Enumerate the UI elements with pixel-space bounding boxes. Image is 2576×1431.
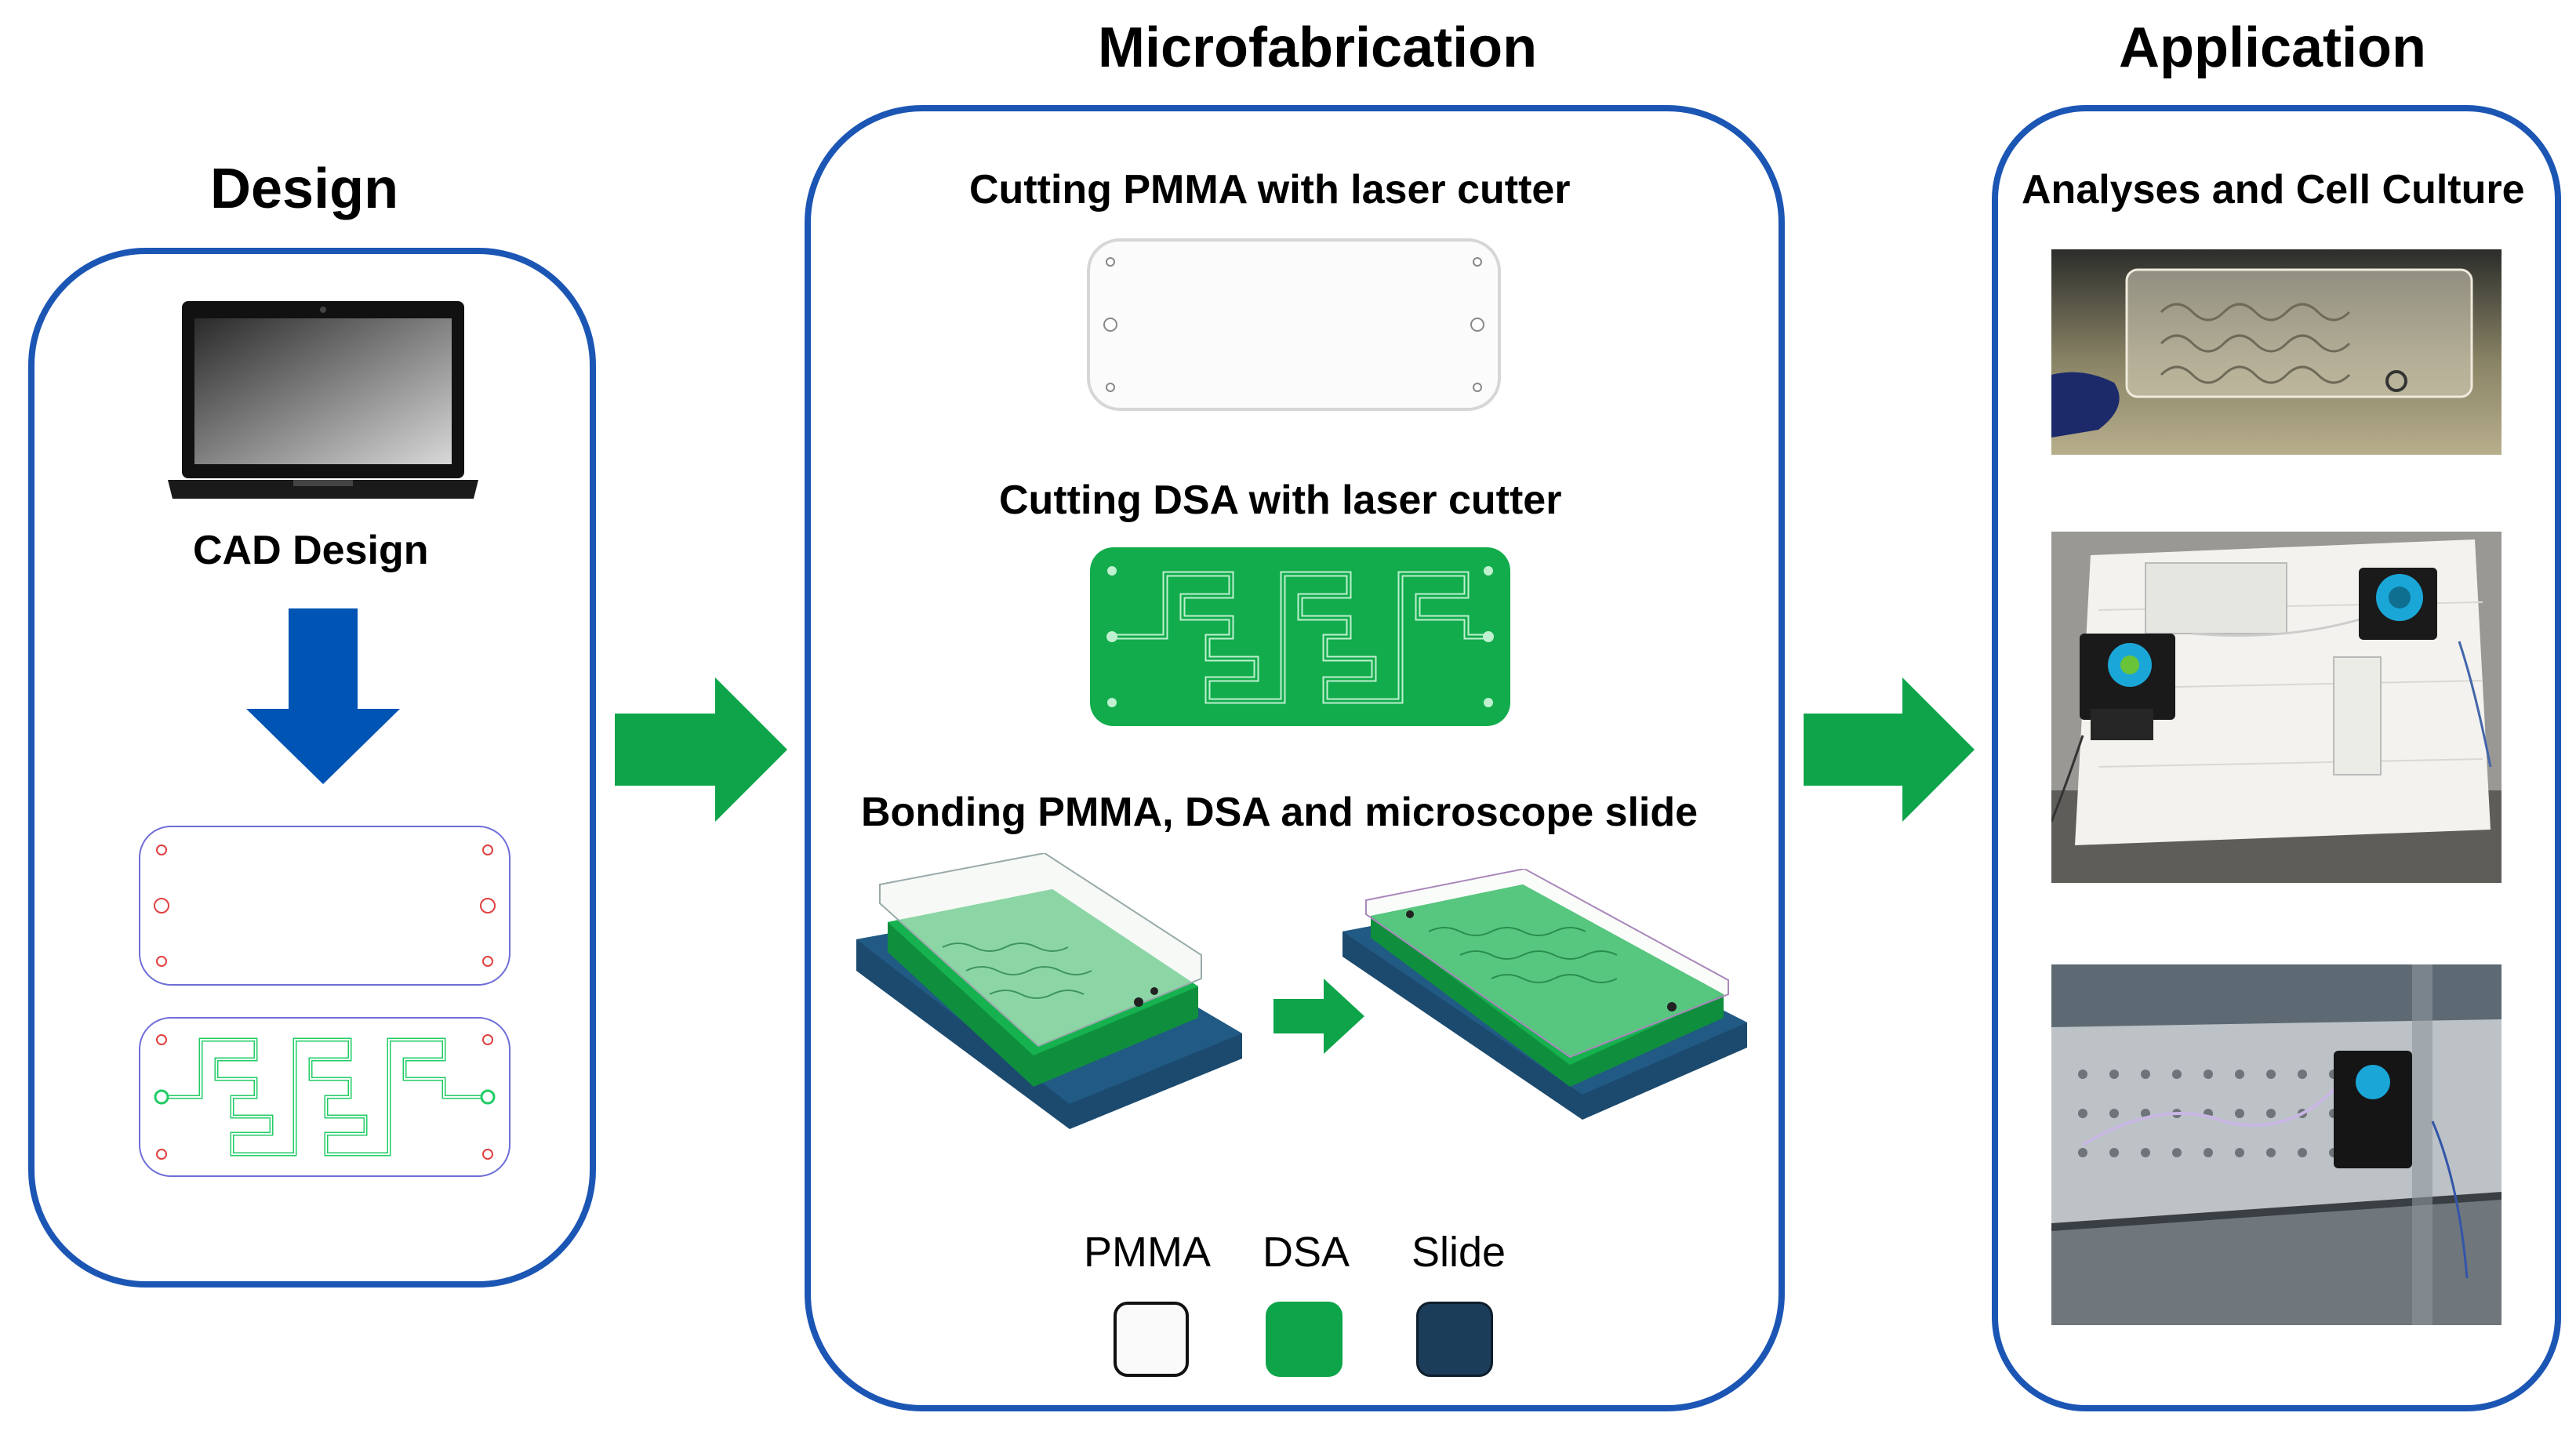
application-subtitle: Analyses and Cell Culture (2022, 167, 2525, 212)
flow-arrow-design-to-microfabrication (615, 677, 787, 822)
microfabrication-title: Microfabrication (1098, 16, 1538, 79)
dsa-plate-image (1090, 547, 1510, 726)
chip-in-hand-photo (2051, 249, 2502, 455)
bonded-chip-image (1342, 869, 1747, 1120)
cad-design-label: CAD Design (193, 528, 429, 573)
incubator-photo (2051, 964, 2502, 1325)
step-cutting-dsa-label: Cutting DSA with laser cutter (999, 478, 1562, 523)
cad-pmma-layer-drawing (139, 826, 510, 986)
cad-dsa-layer-drawing (139, 1017, 510, 1177)
legend-swatch-pmma (1114, 1302, 1189, 1377)
legend-label-pmma: PMMA (1084, 1229, 1211, 1276)
pmma-plate-image (1087, 238, 1501, 411)
application-title: Application (2119, 16, 2426, 79)
legend-label-dsa: DSA (1263, 1229, 1350, 1276)
flow-arrow-microfabrication-to-application (1804, 677, 1975, 822)
down-arrow-icon (246, 608, 400, 784)
legend-swatch-slide (1416, 1302, 1493, 1377)
exploded-layer-stack-image (856, 853, 1242, 1129)
design-title: Design (210, 158, 399, 220)
laptop-icon (168, 301, 478, 499)
pump-setup-photo (2051, 532, 2502, 883)
legend-label-slide: Slide (1412, 1229, 1506, 1276)
bonding-arrow (1273, 979, 1364, 1054)
step-cutting-pmma-label: Cutting PMMA with laser cutter (969, 167, 1571, 212)
step-bonding-label: Bonding PMMA, DSA and microscope slide (861, 790, 1699, 835)
legend-swatch-dsa (1266, 1302, 1342, 1377)
